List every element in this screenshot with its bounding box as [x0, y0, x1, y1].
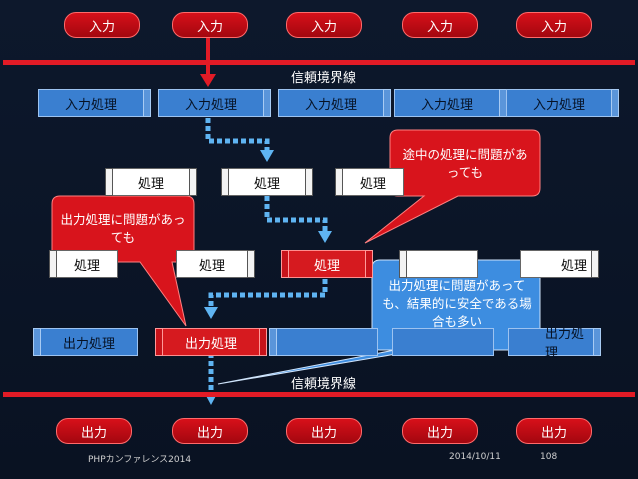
callout-left-bubble — [51, 195, 195, 327]
process-row1-2: 処理 — [221, 168, 313, 196]
output-process-label: 出力処理 — [545, 327, 585, 361]
output-process-5: 出力処理 — [508, 327, 601, 361]
output-3: 出力 — [286, 418, 362, 444]
input-label: 入力 — [88, 19, 115, 35]
trust-boundary-top-label: 信頼境界線 — [291, 71, 357, 86]
input-process-label: 入力処理 — [532, 97, 585, 113]
process-row2-highlighted: 処理 — [281, 250, 373, 278]
process-row2-5: 処理 — [520, 250, 599, 278]
input-label: 入力 — [426, 19, 453, 35]
process-row1-3: 処理 — [335, 168, 404, 196]
input-process-label: 入力処理 — [304, 97, 357, 113]
process-row2-4 — [399, 250, 478, 278]
trust-boundary-bottom — [3, 392, 635, 397]
data-flow-path — [205, 118, 328, 390]
input-label: 入力 — [196, 19, 223, 35]
output-process-label: 出力処理 — [184, 336, 237, 352]
callout-middle-text: 途中の処理に問題があっても — [402, 147, 528, 180]
process-label: 処理 — [313, 258, 340, 274]
input-process-5: 入力処理 — [506, 89, 619, 117]
footer-page-number: 108 — [540, 452, 558, 462]
process-row2-2: 処理 — [176, 250, 255, 278]
trust-boundary-top — [3, 60, 635, 65]
process-row1-1: 処理 — [105, 168, 197, 196]
process-label: 処理 — [359, 176, 386, 192]
input-process-2: 入力処理 — [158, 89, 271, 117]
input-process-3: 入力処理 — [278, 89, 391, 117]
output-label: 出力 — [426, 425, 453, 441]
callout-left-text: 出力処理に問題があっても — [60, 212, 186, 245]
process-label: 処理 — [137, 176, 164, 192]
output-process-2-highlighted: 出力処理 — [155, 328, 267, 356]
callout-middle-bubble — [364, 129, 541, 244]
output-1: 出力 — [56, 418, 132, 444]
output-label: 出力 — [80, 425, 107, 441]
input-process-label: 入力処理 — [64, 97, 117, 113]
process-label: 処理 — [560, 258, 587, 274]
input-process-1: 入力処理 — [38, 89, 151, 117]
input-4: 入力 — [402, 12, 478, 38]
input-process-label: 入力処理 — [184, 97, 237, 113]
input-label: 入力 — [540, 19, 567, 35]
footer-date: 2014/10/11 — [449, 452, 501, 462]
output-label: 出力 — [196, 425, 223, 441]
process-label: 処理 — [73, 258, 100, 274]
input-arrow-head — [200, 74, 216, 87]
input-5: 入力 — [516, 12, 592, 38]
input-process-4: 入力処理 — [394, 89, 507, 117]
input-1: 入力 — [64, 12, 140, 38]
process-row2-1: 処理 — [49, 250, 118, 278]
output-process-1: 出力処理 — [33, 328, 138, 356]
output-process-3 — [269, 328, 378, 356]
process-label: 処理 — [253, 176, 280, 192]
output-process-4 — [392, 328, 494, 356]
output-2: 出力 — [172, 418, 248, 444]
input-2: 入力 — [172, 12, 248, 38]
input-label: 入力 — [310, 19, 337, 35]
footer-conference: PHPカンファレンス2014 — [88, 455, 192, 465]
output-label: 出力 — [540, 425, 567, 441]
output-4: 出力 — [402, 418, 478, 444]
callout-right-text: 出力処理に問題があっても、結果的に安全である場合も多い — [382, 278, 532, 329]
process-label: 処理 — [198, 258, 225, 274]
output-5: 出力 — [516, 418, 592, 444]
input-process-label: 入力処理 — [420, 97, 473, 113]
trust-boundary-bottom-label: 信頼境界線 — [291, 377, 357, 392]
output-label: 出力 — [310, 425, 337, 441]
output-process-label: 出力処理 — [62, 336, 115, 352]
input-3: 入力 — [286, 12, 362, 38]
